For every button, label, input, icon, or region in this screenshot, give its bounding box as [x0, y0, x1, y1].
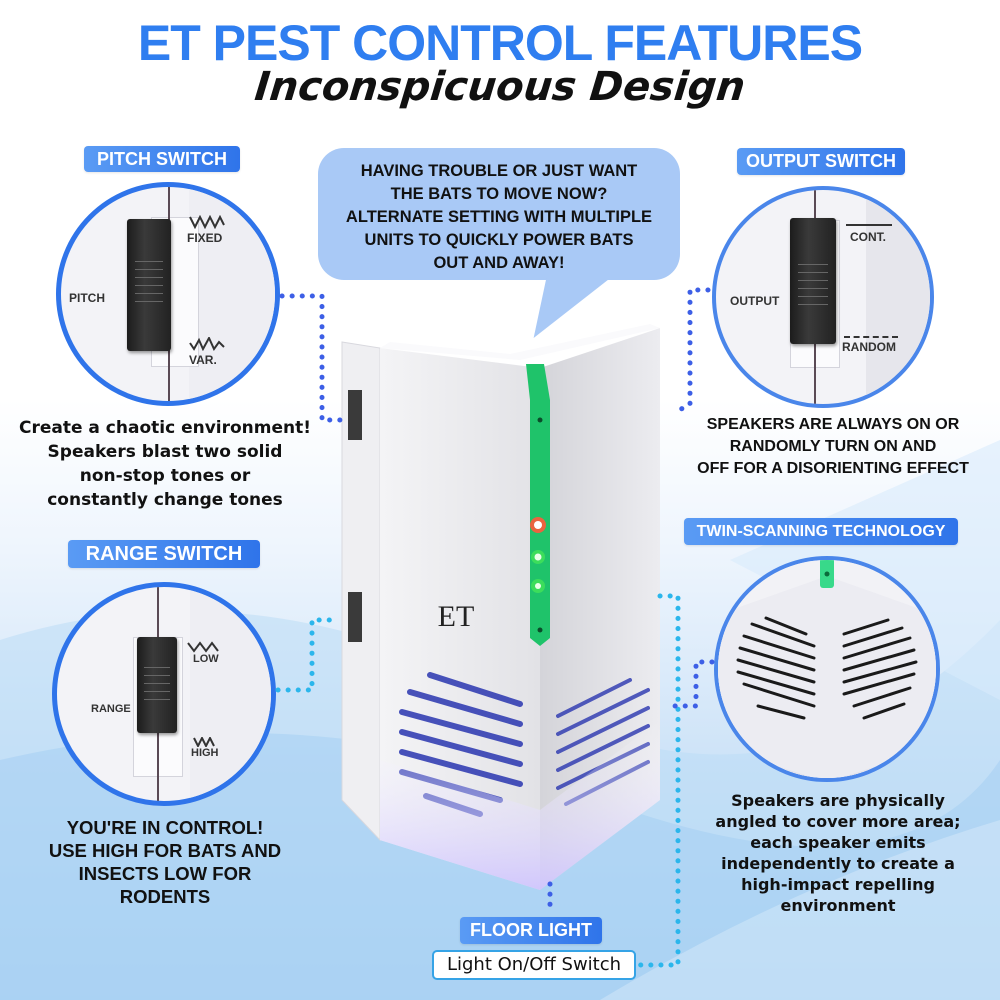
output-switch-label: OUTPUT [730, 294, 780, 308]
output-option-cont: CONT. [850, 230, 886, 244]
pitch-switch-closeup: FIXED PITCH VAR. [56, 182, 280, 406]
floor-light-badge: FLOOR LIGHT [460, 917, 602, 944]
range-switch-closeup: LOW RANGE HIGH [52, 582, 276, 806]
range-option-low: LOW [193, 653, 219, 665]
variable-wave-icon [189, 337, 225, 351]
speaker-vents-illustration [718, 560, 936, 778]
continuous-line-icon [846, 224, 892, 226]
fixed-wave-icon [189, 215, 225, 229]
pitch-caption: Create a chaotic environment! Speakers b… [18, 418, 312, 510]
range-option-high: HIGH [191, 747, 219, 759]
twin-scanning-caption: Speakers are physically angled to cover … [715, 791, 961, 915]
range-switch-badge: RANGE SWITCH [68, 540, 260, 568]
callout-speech-bubble: HAVING TROUBLE OR JUST WANT THE BATS TO … [318, 148, 680, 280]
output-switch-closeup: CONT. OUTPUT RANDOM [712, 186, 934, 408]
light-on-off-switch-label: Light On/Off Switch [432, 950, 636, 980]
pitch-option-var: VAR. [189, 353, 217, 367]
page-title: ET PEST CONTROL FEATURES [137, 15, 863, 71]
high-wave-icon [193, 737, 215, 747]
pitch-switch-label: PITCH [69, 291, 105, 305]
output-slider-knob [790, 218, 836, 344]
random-dashed-line-icon [844, 336, 898, 338]
et-pest-repeller-device: ET [341, 324, 660, 890]
pitch-slider-knob [127, 219, 171, 351]
range-caption: YOU'RE IN CONTROL! USE HIGH FOR BATS AND… [48, 817, 282, 907]
twin-scanning-closeup [714, 556, 940, 782]
svg-text:ET: ET [438, 600, 475, 633]
pitch-option-fixed: FIXED [187, 231, 223, 245]
twin-scanning-badge: TWIN-SCANNING TECHNOLOGY [684, 518, 958, 545]
range-switch-label: RANGE [91, 703, 131, 715]
pitch-switch-badge: PITCH SWITCH [84, 146, 240, 172]
output-option-random: RANDOM [842, 340, 896, 354]
low-wave-icon [187, 641, 219, 653]
page-subtitle: Inconspicuous Design [252, 64, 748, 110]
output-caption: SPEAKERS ARE ALWAYS ON OR RANDOMLY TURN … [697, 416, 969, 477]
output-switch-badge: OUTPUT SWITCH [737, 148, 905, 175]
range-slider-knob [137, 637, 177, 733]
